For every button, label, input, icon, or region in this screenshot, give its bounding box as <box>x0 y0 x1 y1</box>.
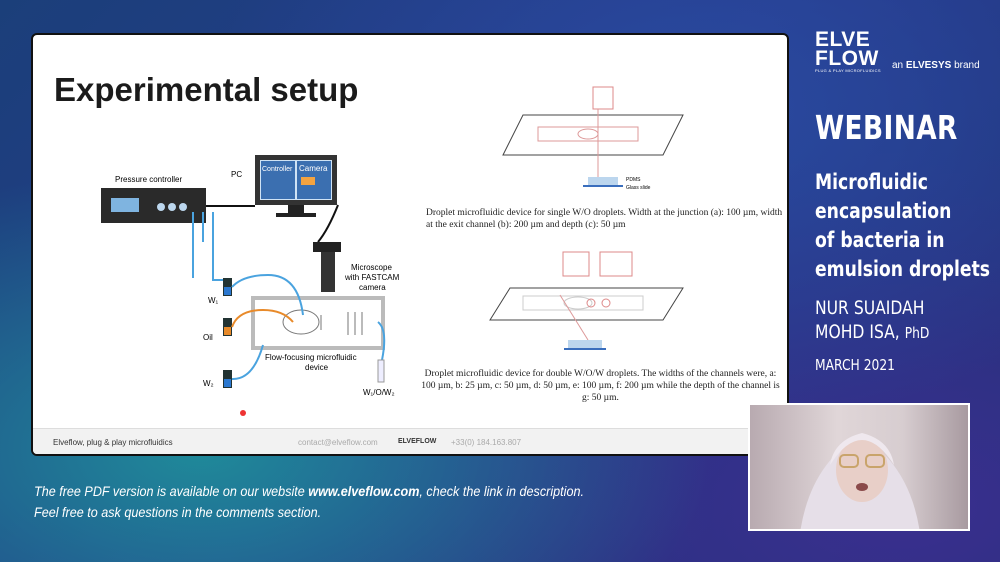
laser-pointer-dot <box>240 410 246 416</box>
setup-diagram: Pressure controller PC Controller Camera… <box>101 155 400 416</box>
webinar-date: MARCH 2021 <box>815 356 896 374</box>
microfluidic-device <box>251 296 385 350</box>
footer-phone: +33(0) 184.163.807 <box>451 438 522 447</box>
svg-text:PDMS: PDMS <box>626 177 641 183</box>
footer-tagline: Elveflow, plug & play microfluidics <box>53 438 173 447</box>
slide-footer: Elveflow, plug & play microfluidics cont… <box>33 428 787 454</box>
svg-text:with FASTCAM: with FASTCAM <box>344 273 400 282</box>
logo-line-1: ELVE <box>815 28 871 51</box>
speaker-webcam <box>748 403 970 531</box>
elveflow-logo: ELVE FLOW PLUG & PLAY MICROFLUIDICS <box>815 28 881 73</box>
svg-text:Glass slide: Glass slide <box>626 185 651 191</box>
elvesys-tagline: an ELVESYS brand <box>892 60 980 71</box>
svg-text:camera: camera <box>359 283 386 292</box>
double-droplet-device-diagram <box>489 251 684 350</box>
logo-line-2: FLOW <box>815 47 879 70</box>
svg-text:Microscope: Microscope <box>351 263 392 272</box>
speaker-name: NUR SUAIDAH MOHD ISA, PhD <box>815 297 930 343</box>
logo-subtitle: PLUG & PLAY MICROFLUIDICS <box>815 68 881 73</box>
svg-text:Flow-focusing microfluidic: Flow-focusing microfluidic <box>265 353 357 362</box>
camera-label: Camera <box>299 164 328 173</box>
svg-text:device: device <box>305 363 329 372</box>
caption-double-droplet: Droplet microfluidic device for double W… <box>421 369 780 403</box>
website-link[interactable]: www.elveflow.com <box>308 483 420 499</box>
svg-text:W₁/O/W₂: W₁/O/W₂ <box>363 388 395 397</box>
presentation-slide: Experimental setup Pressure controller P… <box>31 33 789 456</box>
svg-text:W₂: W₂ <box>203 379 214 388</box>
single-droplet-device-diagram: PDMS Glass slide <box>502 86 684 191</box>
pressure-controller-label: Pressure controller <box>115 175 182 184</box>
footer-email[interactable]: contact@elveflow.com <box>298 438 378 447</box>
webinar-label: WEBINAR <box>815 108 958 147</box>
footer-logo: ELVEFLOW <box>398 438 437 445</box>
slide-title: Experimental setup <box>54 71 359 108</box>
pc-label: PC <box>231 170 242 179</box>
pdf-availability-note: The free PDF version is available on our… <box>34 483 584 520</box>
svg-text:W₁: W₁ <box>208 296 219 305</box>
caption-single-droplet: Droplet microfluidic device for single W… <box>426 208 783 230</box>
controller-label: Controller <box>262 166 293 173</box>
speaker-video-icon <box>800 433 920 529</box>
svg-text:Oil: Oil <box>203 333 213 342</box>
